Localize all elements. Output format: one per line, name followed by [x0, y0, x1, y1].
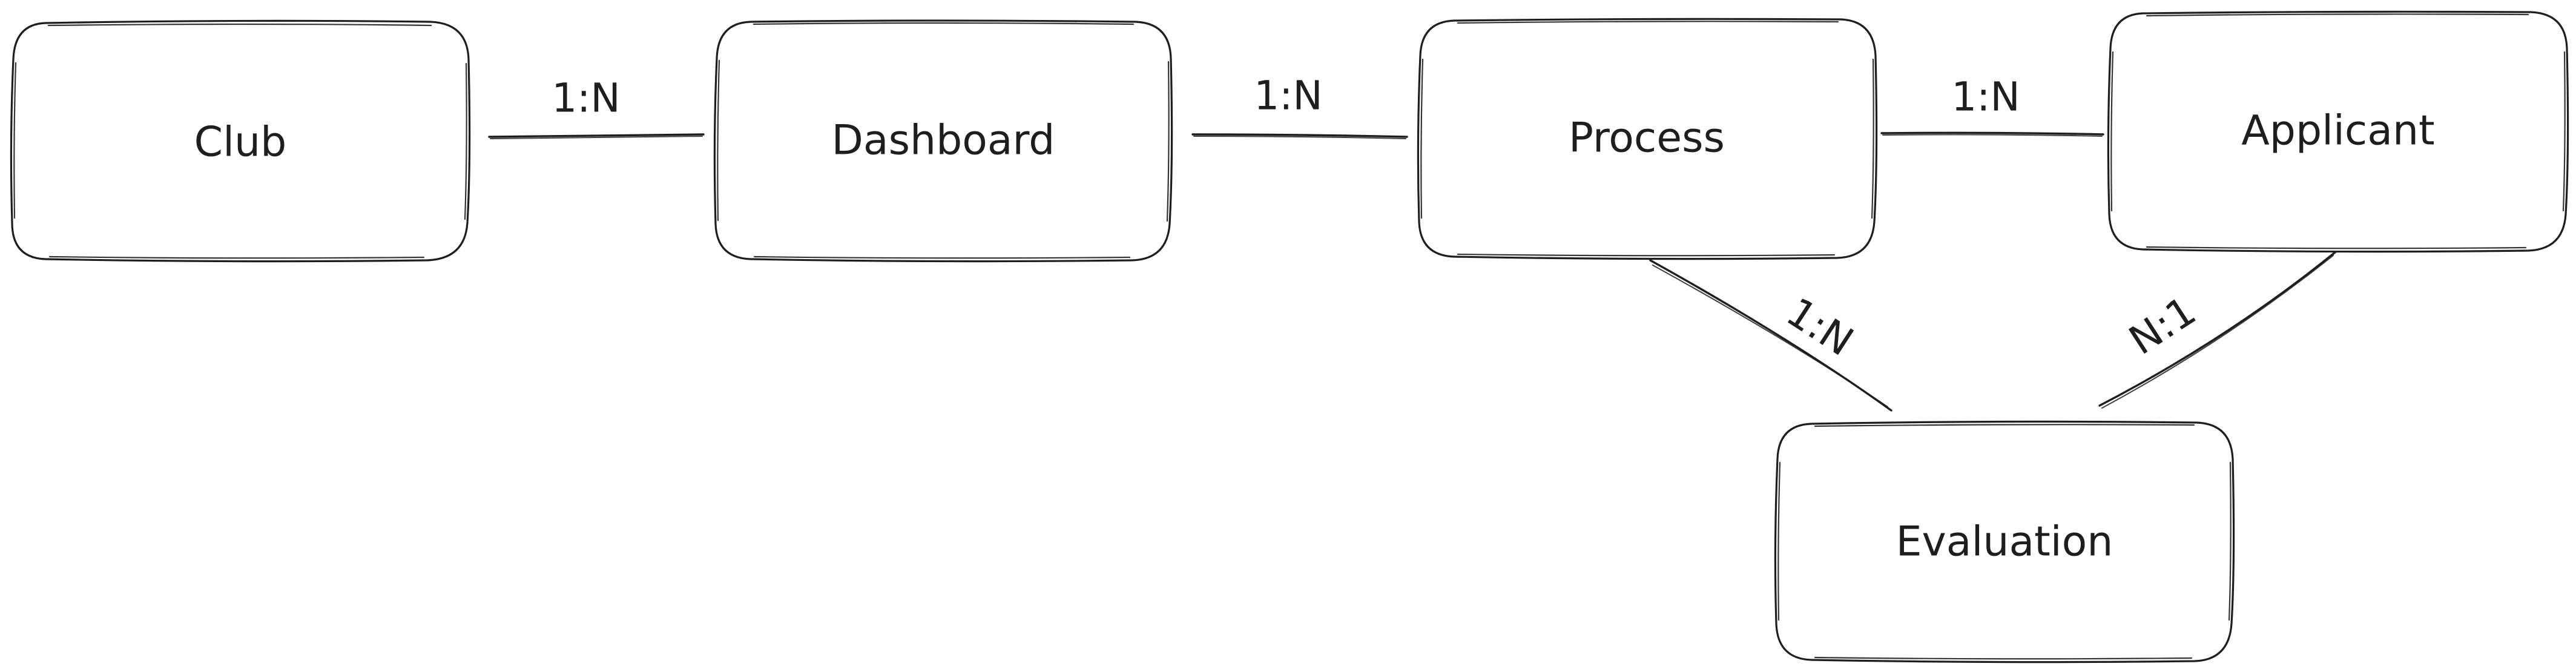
cardinality-dashboard-process: 1:N [1254, 73, 1323, 119]
cardinality-club-dashboard: 1:N [552, 75, 621, 122]
entity-club-box [10, 19, 471, 263]
entity-process-box-sketch [1420, 21, 1874, 257]
entity-evaluation-label: Evaluation [1896, 518, 2113, 566]
relationship-process-applicant[interactable]: 1:N [1880, 74, 2104, 137]
entity-club[interactable]: Club [10, 19, 471, 263]
entity-applicant-box [2107, 10, 2569, 253]
entity-evaluation-box [1774, 420, 2235, 664]
cardinality-process-applicant: 1:N [1951, 74, 2020, 120]
entity-applicant[interactable]: Applicant [2107, 10, 2569, 253]
relationship-dashboard-process[interactable]: 1:N [1191, 73, 1408, 139]
edge-process-applicant [1880, 131, 2104, 136]
entity-dashboard-box-sketch [717, 22, 1170, 259]
relationship-process-evaluation[interactable]: 1:N [1649, 259, 1892, 412]
entity-dashboard[interactable]: Dashboard [713, 19, 1173, 263]
entity-club-label: Club [194, 119, 287, 166]
entity-process-box [1417, 18, 1878, 260]
cardinality-process-evaluation: 1:N [1778, 289, 1861, 365]
entity-applicant-box-sketch [2110, 13, 2566, 249]
edge-process-applicant-sketch [1882, 134, 2103, 137]
edge-process-evaluation-sketch [1652, 265, 1888, 407]
edge-club-dashboard [488, 133, 705, 138]
entity-process-label: Process [1569, 114, 1725, 162]
entity-evaluation-box-sketch [1777, 424, 2232, 660]
edge-applicant-evaluation-sketch [2101, 255, 2334, 409]
entity-process[interactable]: Process [1417, 18, 1878, 260]
edge-dashboard-process [1191, 133, 1408, 138]
edge-dashboard-process-sketch [1193, 136, 1406, 139]
relationship-applicant-evaluation[interactable]: N:1 [2098, 251, 2337, 409]
entity-evaluation[interactable]: Evaluation [1774, 420, 2235, 664]
relationship-club-dashboard[interactable]: 1:N [488, 75, 705, 139]
edge-applicant-evaluation [2098, 251, 2337, 407]
entity-applicant-label: Applicant [2241, 107, 2434, 155]
entity-club-box-sketch [13, 23, 467, 259]
entity-dashboard-label: Dashboard [832, 117, 1055, 165]
edge-club-dashboard-sketch [490, 136, 703, 139]
entity-dashboard-box [713, 19, 1173, 263]
